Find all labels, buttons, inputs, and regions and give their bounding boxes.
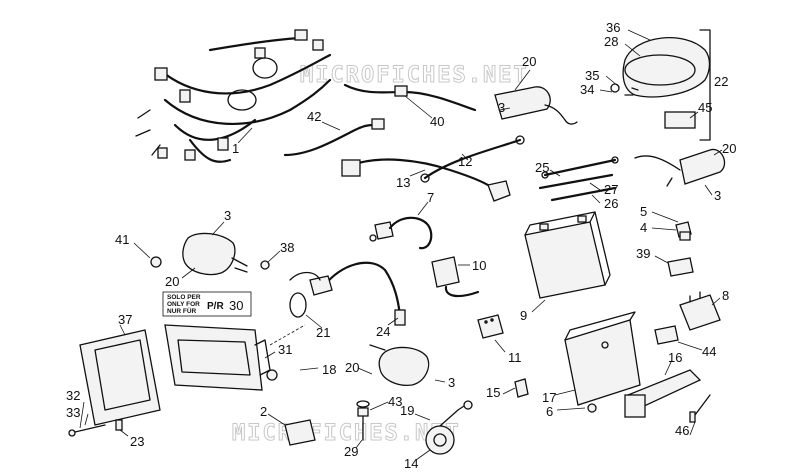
turn-signal-top-center bbox=[494, 86, 578, 125]
mounting-screws bbox=[68, 419, 123, 437]
label-37: 37 bbox=[118, 312, 132, 327]
headlight-frame bbox=[79, 329, 161, 426]
label-31: 31 bbox=[278, 342, 292, 357]
headlight bbox=[164, 324, 278, 391]
label-33: 33 bbox=[66, 405, 80, 420]
label-5: 5 bbox=[640, 204, 647, 219]
label-26: 26 bbox=[604, 196, 618, 211]
label-6: 6 bbox=[546, 404, 553, 419]
label-20-right: 20 bbox=[722, 141, 736, 156]
note-line-1: SOLO PER bbox=[167, 294, 201, 301]
label-27: 27 bbox=[604, 182, 618, 197]
label-16: 16 bbox=[668, 350, 682, 365]
horn-14 bbox=[425, 400, 473, 455]
watermark-bottom: MICROFICHES.NET bbox=[232, 421, 461, 446]
turn-signal-bottom-center bbox=[369, 344, 430, 386]
note-line-2: ONLY FOR bbox=[167, 301, 200, 308]
label-45: 45 bbox=[698, 100, 712, 115]
label-11: 11 bbox=[508, 350, 522, 365]
battery-9 bbox=[524, 211, 611, 299]
flasher-2 bbox=[284, 419, 316, 446]
label-40: 40 bbox=[430, 114, 444, 129]
bracket-16 bbox=[624, 369, 702, 418]
wire-40 bbox=[343, 83, 477, 112]
label-14: 14 bbox=[404, 456, 418, 471]
label-8: 8 bbox=[722, 288, 729, 303]
label-20-top: 20 bbox=[522, 54, 536, 69]
nut-6 bbox=[587, 403, 597, 413]
label-15: 15 bbox=[486, 385, 500, 400]
label-43: 43 bbox=[388, 394, 402, 409]
battery-cables bbox=[538, 156, 619, 202]
label-3-bottom: 3 bbox=[448, 375, 455, 390]
turn-signal-front-left bbox=[150, 232, 270, 276]
fuse-box-39 bbox=[667, 257, 694, 277]
label-42: 42 bbox=[307, 109, 321, 124]
headlight-wiring bbox=[289, 261, 406, 326]
label-24: 24 bbox=[376, 324, 390, 339]
label-18: 18 bbox=[322, 362, 336, 377]
label-25: 25 bbox=[535, 160, 549, 175]
label-28: 28 bbox=[604, 34, 618, 49]
label-10: 10 bbox=[472, 258, 486, 273]
cable-42 bbox=[283, 118, 385, 157]
label-32: 32 bbox=[66, 388, 80, 403]
sensor-switch-29 bbox=[356, 400, 370, 441]
watermark-top: MICROFICHES.NET bbox=[300, 63, 529, 88]
label-30: 30 bbox=[229, 298, 243, 313]
turn-signal-right bbox=[634, 148, 726, 187]
label-2: 2 bbox=[260, 404, 267, 419]
label-13: 13 bbox=[396, 175, 410, 190]
battery-tray-17 bbox=[564, 311, 641, 406]
regulator-10 bbox=[431, 256, 480, 298]
note-code: P/R bbox=[207, 301, 224, 312]
label-35: 35 bbox=[585, 68, 599, 83]
regional-note-box: SOLO PER ONLY FOR NUR FÜR P/R 30 bbox=[162, 291, 252, 317]
label-34: 34 bbox=[580, 82, 594, 97]
spark-plug-46 bbox=[689, 394, 711, 423]
label-19: 19 bbox=[400, 403, 414, 418]
label-21: 21 bbox=[316, 325, 330, 340]
label-46: 46 bbox=[675, 423, 689, 438]
label-20-bottom: 20 bbox=[345, 360, 359, 375]
label-29: 29 bbox=[344, 444, 358, 459]
switch-7 bbox=[369, 216, 433, 250]
label-3-left: 3 bbox=[224, 208, 231, 223]
relay-11 bbox=[477, 314, 504, 339]
label-39: 39 bbox=[636, 246, 650, 261]
label-3-top: 3 bbox=[498, 100, 505, 115]
label-3-right: 3 bbox=[714, 188, 721, 203]
label-20-left: 20 bbox=[165, 274, 179, 289]
label-9: 9 bbox=[520, 308, 527, 323]
connector-cap-15 bbox=[514, 378, 529, 398]
label-36: 36 bbox=[606, 20, 620, 35]
main-wiring-harness bbox=[135, 29, 332, 163]
label-44: 44 bbox=[702, 344, 716, 359]
label-17: 17 bbox=[542, 390, 556, 405]
label-1: 1 bbox=[232, 141, 239, 156]
label-38: 38 bbox=[280, 240, 294, 255]
fuse-holder bbox=[675, 221, 692, 241]
label-22: 22 bbox=[714, 74, 728, 89]
note-line-3: NUR FÜR bbox=[167, 306, 197, 315]
label-7: 7 bbox=[427, 190, 434, 205]
label-41: 41 bbox=[115, 232, 129, 247]
label-23: 23 bbox=[130, 434, 144, 449]
label-4: 4 bbox=[640, 220, 647, 235]
label-12: 12 bbox=[458, 154, 472, 169]
connector-44 bbox=[654, 325, 679, 345]
rectifier-8 bbox=[679, 291, 721, 331]
cable-13 bbox=[341, 158, 511, 202]
ground-strap-12 bbox=[420, 135, 525, 183]
instrument-cluster bbox=[610, 29, 711, 141]
